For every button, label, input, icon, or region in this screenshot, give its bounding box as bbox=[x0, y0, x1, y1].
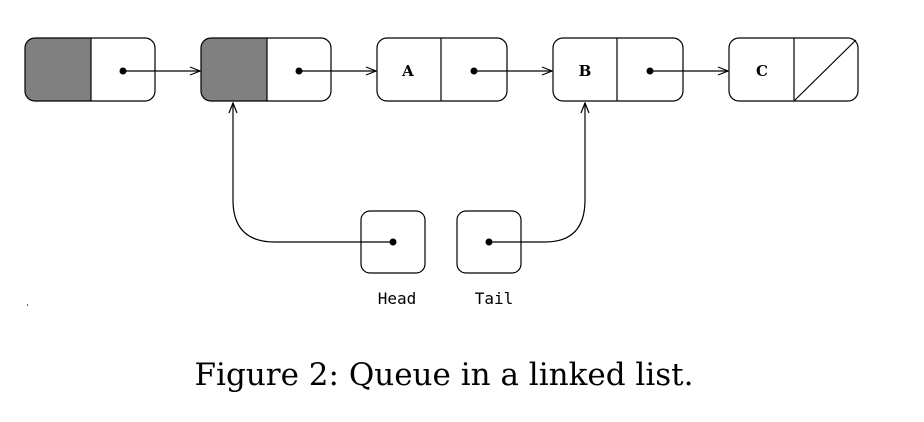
node-box bbox=[376, 37, 508, 102]
figure-caption: Figure 2: Queue in a linked list. bbox=[195, 357, 694, 393]
head-label: Head bbox=[378, 289, 417, 308]
node-label: A bbox=[401, 62, 414, 80]
tail-arrow bbox=[489, 103, 585, 243]
head-pointer: Head bbox=[233, 103, 426, 308]
list-node: B bbox=[552, 37, 684, 102]
tail-label: Tail bbox=[475, 289, 514, 308]
list-node: A bbox=[376, 37, 508, 102]
node-dummy-cell bbox=[25, 38, 91, 101]
null-pointer-slash bbox=[793, 39, 857, 102]
list-node: C bbox=[728, 37, 859, 102]
node-box bbox=[200, 37, 332, 102]
list-node bbox=[200, 37, 332, 102]
node-dummy-cell bbox=[201, 38, 267, 101]
tail-pointer: Tail bbox=[456, 103, 585, 308]
list-node bbox=[24, 37, 156, 102]
node-label: B bbox=[579, 62, 592, 80]
stray-mark bbox=[27, 304, 28, 306]
node-box bbox=[24, 37, 156, 102]
node-box bbox=[552, 37, 684, 102]
head-arrow bbox=[233, 103, 393, 243]
node-label: C bbox=[756, 62, 768, 80]
